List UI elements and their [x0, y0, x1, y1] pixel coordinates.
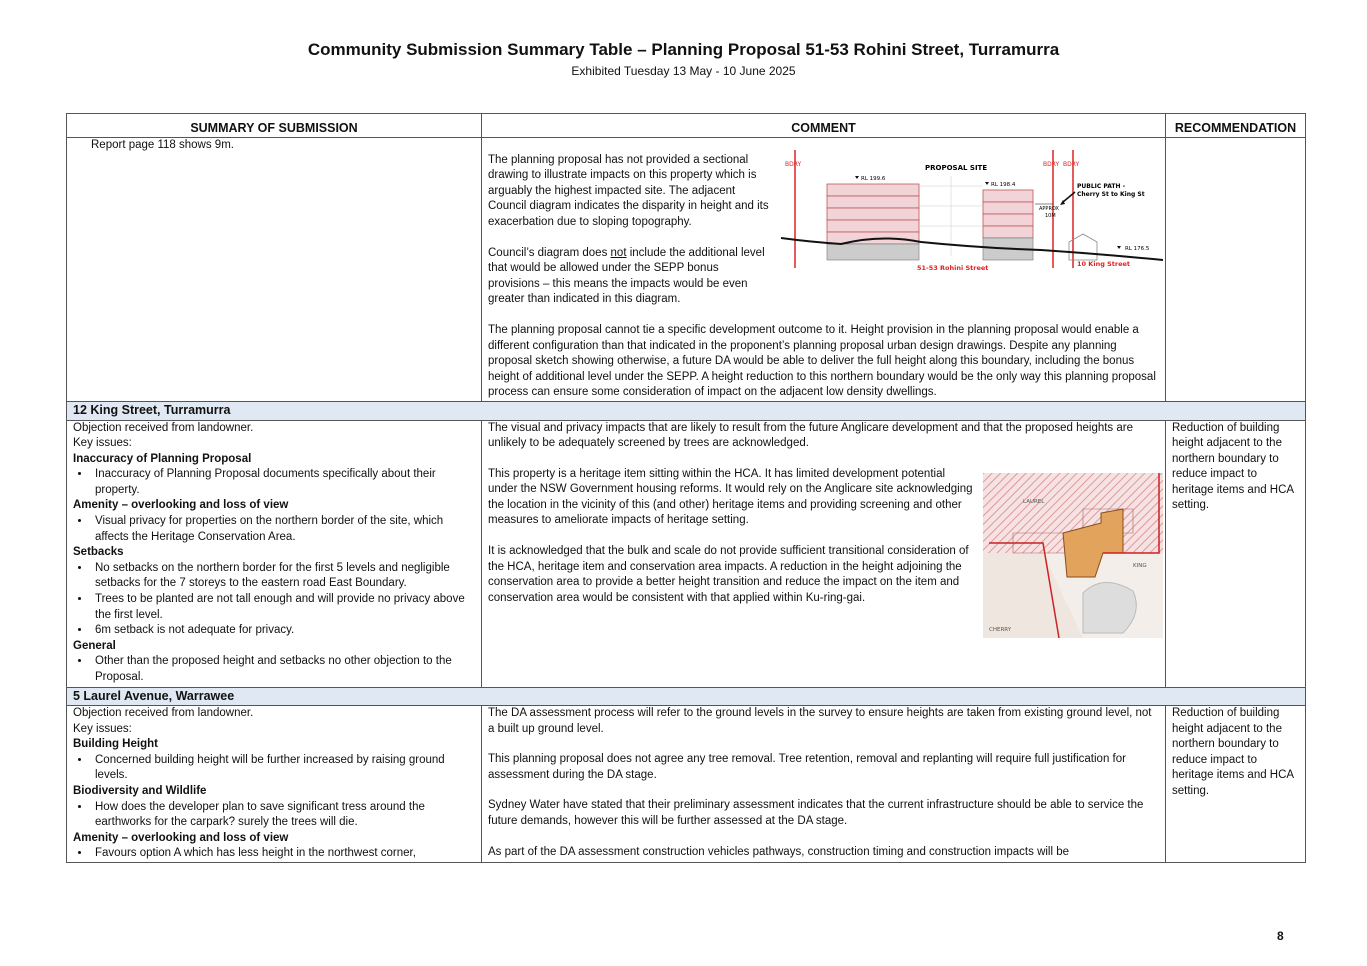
table-header-row: SUMMARY OF SUBMISSION COMMENT RECOMMENDA…: [66, 113, 1306, 138]
issue-heading: Inaccuracy of Planning Proposal: [73, 452, 252, 465]
issue-list: Other than the proposed height and setba…: [73, 654, 475, 685]
site-label: 51-53 Rohini Street: [917, 264, 988, 272]
key-issues-label: Key issues:: [73, 437, 132, 450]
issue-item: No setbacks on the northern border for t…: [91, 561, 475, 592]
rl-label-2: RL 198.4: [991, 182, 1016, 188]
recommendation-cell: [1165, 136, 1306, 402]
issue-heading: Amenity – overlooking and loss of view: [73, 831, 289, 844]
laurel-label: LAUREL: [1023, 499, 1045, 505]
public-path-label: PUBLIC PATH -: [1077, 183, 1126, 190]
rl-label-1: RL 199.6: [861, 176, 886, 182]
public-path-route: Cherry St to King St: [1077, 191, 1145, 198]
comment-paragraph: Council’s diagram does not include the a…: [488, 246, 765, 306]
proposal-site-label: PROPOSAL SITE: [925, 164, 987, 172]
comment-cell: The visual and privacy impacts that are …: [481, 419, 1166, 688]
comment-paragraph: The visual and privacy impacts that are …: [488, 421, 1133, 450]
issue-heading: Building Height: [73, 738, 158, 751]
issue-heading: Setbacks: [73, 546, 124, 559]
key-issues-label: Key issues:: [73, 722, 132, 735]
issue-item: Trees to be planted are not tall enough …: [91, 592, 475, 623]
issue-heading: General: [73, 639, 116, 652]
comment-paragraph: The planning proposal has not provided a…: [488, 153, 769, 228]
table-row: Report page 118 shows 9m. BDRY BDRY BDRY…: [66, 136, 1306, 402]
approx-value: 10M: [1045, 213, 1056, 219]
issue-list: How does the developer plan to save sign…: [73, 800, 475, 831]
comment-paragraph: As part of the DA assessment constructio…: [488, 845, 1070, 858]
boundary-label-3: BDRY: [1063, 161, 1080, 168]
boundary-label-2: BDRY: [1043, 161, 1060, 168]
col-summary-header: SUMMARY OF SUBMISSION: [66, 113, 482, 138]
page-number: 8: [1277, 929, 1284, 943]
issue-item: How does the developer plan to save sign…: [91, 800, 475, 831]
issue-item: Favours option A which has less height i…: [91, 846, 475, 862]
comment-paragraph: Sydney Water have stated that their prel…: [488, 799, 1144, 828]
page-subtitle: Exhibited Tuesday 13 May - 10 June 2025: [571, 64, 796, 78]
section-row: 12 King Street, Turramurra: [66, 400, 1306, 421]
section-title: 12 King Street, Turramurra: [66, 400, 1306, 421]
summary-intro: Objection received from landowner.: [73, 707, 254, 720]
recommendation-cell: Reduction of building height adjacent to…: [1165, 705, 1306, 864]
rl-label-3: RL 176.5: [1125, 246, 1150, 252]
issue-item: Concerned building height will be furthe…: [91, 753, 475, 784]
issue-list: No setbacks on the northern border for t…: [73, 561, 475, 639]
table-row: Objection received from landowner. Key i…: [66, 705, 1306, 864]
issue-item: 6m setback is not adequate for privacy.: [91, 623, 475, 639]
cherry-label: CHERRY: [989, 627, 1012, 633]
issue-heading: Biodiversity and Wildlife: [73, 785, 207, 798]
summary-cell: Objection received from landowner. Key i…: [66, 419, 482, 688]
section-title: 5 Laurel Avenue, Warrawee: [66, 686, 1306, 707]
issue-list: Concerned building height will be furthe…: [73, 753, 475, 784]
issue-heading: Amenity – overlooking and loss of view: [73, 499, 289, 512]
boundary-label-1: BDRY: [785, 161, 802, 168]
comment-cell: BDRY BDRY BDRY PROPOSAL SITE RL 199.6 RL…: [481, 136, 1166, 402]
summary-intro: Objection received from landowner.: [73, 421, 254, 434]
issue-item: Inaccuracy of Planning Proposal document…: [91, 467, 475, 498]
section-row: 5 Laurel Avenue, Warrawee: [66, 686, 1306, 707]
comment-paragraph: The planning proposal cannot tie a speci…: [488, 323, 1156, 399]
table-row: Objection received from landowner. Key i…: [66, 419, 1306, 688]
col-recommendation-header: RECOMMENDATION: [1165, 113, 1306, 138]
comment-cell: The DA assessment process will refer to …: [481, 705, 1166, 864]
col-comment-header: COMMENT: [481, 113, 1166, 138]
king-label: KING: [1133, 563, 1147, 569]
comment-paragraph: It is acknowledged that the bulk and sca…: [488, 545, 969, 604]
issue-list: Inaccuracy of Planning Proposal document…: [73, 467, 475, 498]
page-title: Community Submission Summary Table – Pla…: [307, 40, 1060, 59]
issue-item: Other than the proposed height and setba…: [91, 654, 475, 685]
comment-paragraph: The DA assessment process will refer to …: [488, 707, 1152, 735]
comment-paragraph: This property is a heritage item sitting…: [488, 467, 973, 527]
approx-label: APPROX: [1039, 206, 1060, 212]
recommendation-cell: Reduction of building height adjacent to…: [1165, 419, 1306, 688]
submission-table: SUMMARY OF SUBMISSION COMMENT RECOMMENDA…: [66, 113, 1306, 864]
summary-cell: Objection received from landowner. Key i…: [66, 705, 482, 864]
heritage-map: LAUREL KING CHERRY: [983, 472, 1163, 638]
summary-cell: Report page 118 shows 9m.: [66, 136, 482, 402]
summary-text: Report page 118 shows 9m.: [91, 138, 234, 151]
issue-list: Visual privacy for properties on the nor…: [73, 514, 475, 545]
issue-item: Visual privacy for properties on the nor…: [91, 514, 475, 545]
issue-list: Favours option A which has less height i…: [73, 846, 475, 862]
sectional-diagram: BDRY BDRY BDRY PROPOSAL SITE RL 199.6 RL…: [781, 145, 1163, 276]
king-street-label: 10 King Street: [1077, 260, 1130, 268]
comment-paragraph: This planning proposal does not agree an…: [488, 753, 1126, 781]
